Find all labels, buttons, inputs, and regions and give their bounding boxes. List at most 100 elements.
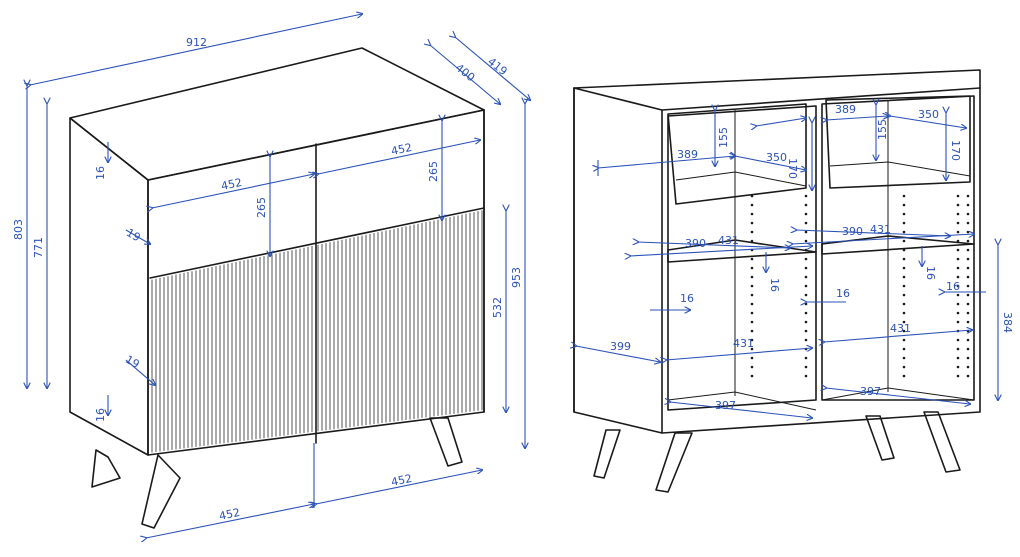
pin-hole [902,320,906,324]
pin-hole [750,338,754,342]
dim-overall-width: 912 [186,36,207,49]
pin-hole [956,275,960,279]
left-rear-leg [91,449,121,488]
pin-hole [804,266,808,270]
pin-hole [956,239,960,243]
pin-hole [966,338,970,342]
back-left-leg [593,429,621,479]
pin-hole [956,212,960,216]
pin-hole [804,194,808,198]
left-drawer-box [667,103,807,205]
pin-hole [966,248,970,252]
pin-hole [750,320,754,324]
dim-body-771: 771 [32,237,45,258]
pin-hole [902,338,906,342]
dim-overall-height: 953 [510,267,523,288]
pin-hole [804,320,808,324]
front-right-leg [865,415,895,461]
pin-hole [750,203,754,207]
pin-hole [804,275,808,279]
pin-hole [750,266,754,270]
pin-hole [804,293,808,297]
pin-hole [966,203,970,207]
pin-hole [804,284,808,288]
pin-hole [902,284,906,288]
pin-hole [902,293,906,297]
dim-side-thickness: 16 [680,292,694,305]
left-compartment [667,105,817,411]
dim-drawer-inner-left: 350 [766,151,787,164]
pin-hole [902,374,906,378]
pin-hole [804,329,808,333]
dim-drawer-width-right: 452 [390,141,413,158]
right-drawer-box [825,95,971,189]
pin-hole [902,248,906,252]
pin-hole [956,293,960,297]
right-front-leg [429,417,463,467]
dim-inner-height-384: 384 [1001,312,1014,333]
pin-hole [902,257,906,261]
dim-drawer-height-left: 265 [255,197,268,218]
pin-hole [956,356,960,360]
pin-hole [750,257,754,261]
pin-hole [966,266,970,270]
pin-hole [750,194,754,198]
pin-hole [902,212,906,216]
dim-shelf-thickness-b: 16 [924,266,937,280]
left-front-leg [141,454,181,529]
pin-hole [956,302,960,306]
pin-hole [966,374,970,378]
pin-hole [804,239,808,243]
pin-hole [966,239,970,243]
pin-hole [804,374,808,378]
pin-hole [804,356,808,360]
pin-hole [966,365,970,369]
pin-hole [902,266,906,270]
pin-hole [750,311,754,315]
closed-cabinet-view [69,47,485,529]
pin-hole [804,257,808,261]
dim-drawer-height-right-155: 155 [876,119,889,140]
dim-shelf-width-left: 431 [733,337,754,350]
dim-drawer-front-right-170: 170 [949,140,962,161]
dim-front-offset-top: 19 [124,226,143,244]
dim-shelf-thickness-a: 16 [768,278,781,292]
dim-shelf-width-upper-left: 431 [718,234,739,247]
dim-inner-depth: 400 [453,61,478,84]
right-dimensions: 399 431 431 390 431 390 431 397 397 384 … [576,103,1014,418]
top-panel [69,47,485,181]
pin-hole [956,266,960,270]
pin-hole [902,239,906,243]
pin-hole [804,302,808,306]
pin-hole [956,203,960,207]
pin-hole [902,311,906,315]
fluted-door-texture [151,210,483,453]
pin-hole [966,257,970,261]
dim-drawer-height-left-155: 155 [717,127,730,148]
pin-hole [956,284,960,288]
pin-hole [956,374,960,378]
pin-hole [750,302,754,306]
dim-drawer-width-left: 452 [220,176,243,193]
pin-hole [956,230,960,234]
pin-hole [750,329,754,333]
dim-body-803: 803 [12,219,25,240]
dim-drawer-outer-right: 389 [835,103,856,116]
pin-hole [902,203,906,207]
pin-hole [902,302,906,306]
pin-hole [750,221,754,225]
dim-bottom-thickness: 16 [94,408,107,422]
pin-hole [804,311,808,315]
pin-hole [804,221,808,225]
pin-hole [966,293,970,297]
pin-hole [902,230,906,234]
dim-overall-depth: 419 [485,55,510,78]
pin-hole [750,365,754,369]
pin-hole [804,230,808,234]
dim-front-offset-mid: 19 [123,353,142,371]
dim-panel-thickness-16: 16 [946,280,960,293]
front-left-leg [655,432,693,493]
pin-hole [956,248,960,252]
